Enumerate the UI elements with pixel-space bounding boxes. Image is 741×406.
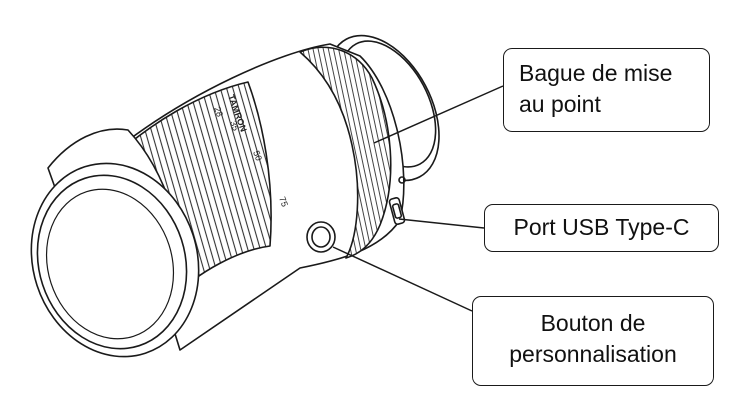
leader-line-custom xyxy=(332,246,473,312)
leader-line-focus xyxy=(373,85,504,144)
callout-focus-line2: au point xyxy=(519,91,601,117)
callout-custom-line1: Bouton de xyxy=(540,310,646,336)
callout-usb-label: Port USB Type-C xyxy=(513,214,690,240)
focus-ring xyxy=(299,46,392,259)
leader-line-usb xyxy=(398,218,485,229)
callout-usb-port: Port USB Type-C xyxy=(484,204,719,252)
custom-button xyxy=(306,221,336,253)
focal-mark-28: 28 xyxy=(212,105,225,118)
focal-mark-50: 50 xyxy=(251,149,264,162)
callout-focus-ring: Bague de mise au point xyxy=(503,48,710,132)
usb-port xyxy=(388,176,406,225)
front-lens-element xyxy=(30,162,200,358)
focal-mark-75: 75 xyxy=(277,195,290,208)
callout-focus-line1: Bague de mise xyxy=(519,60,673,86)
focal-mark-35: 35 xyxy=(228,119,241,132)
callout-custom-button: Bouton de personnalisation xyxy=(472,296,714,386)
callout-custom-line2: personnalisation xyxy=(509,341,677,367)
